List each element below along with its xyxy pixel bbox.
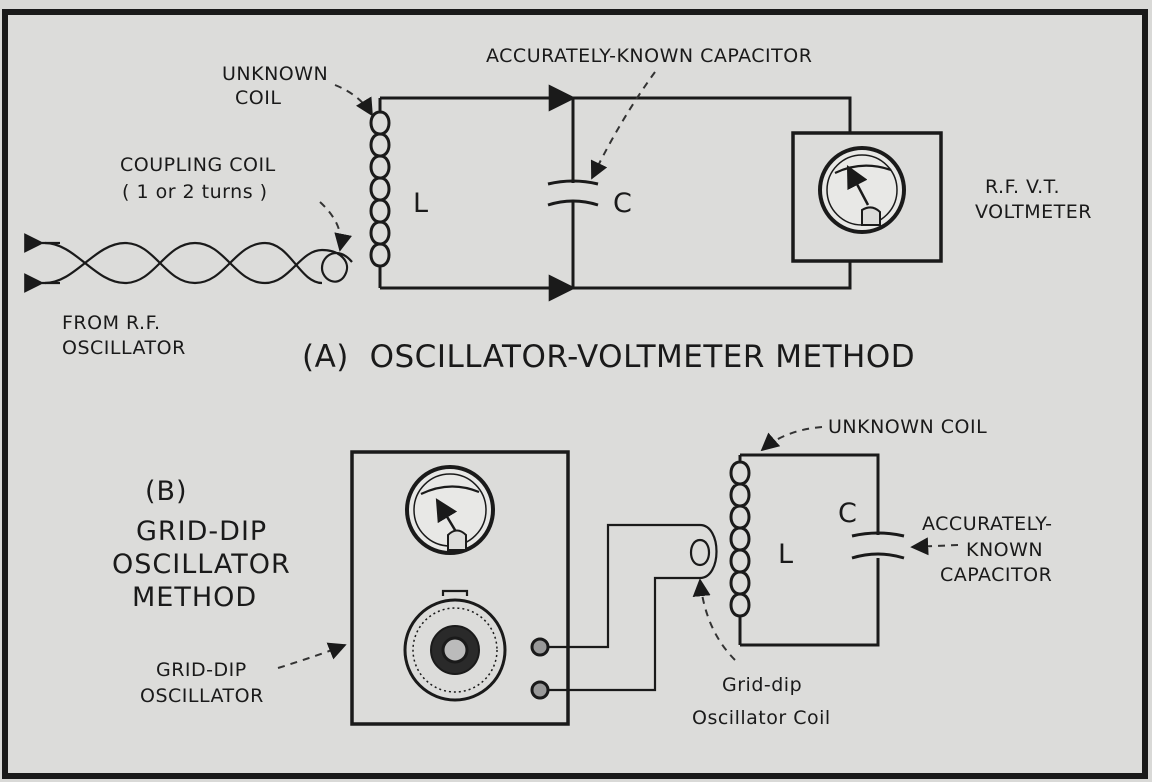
label-unknown-a-1: UNKNOWN	[222, 63, 328, 85]
label-gdo-2: OSCILLATOR	[140, 685, 264, 707]
gdo-jack-bottom-icon	[530, 680, 550, 700]
title-b-4: METHOD	[132, 582, 257, 613]
symbol-l-a: L	[413, 188, 429, 219]
label-from-1: FROM R.F.	[62, 312, 161, 334]
label-gdo-1: GRID-DIP	[156, 659, 247, 681]
label-unknown-a-2: COIL	[235, 87, 281, 109]
label-cap-b-1: ACCURATELY-	[922, 513, 1052, 535]
label-cap-b-2: KNOWN	[966, 539, 1043, 561]
label-voltmeter-1: R.F. V.T.	[985, 176, 1060, 198]
coupling-coil	[44, 241, 353, 285]
gdo-coil-lead-1	[548, 523, 700, 649]
label-from-2: OSCILLATOR	[62, 337, 186, 359]
symbol-c-b: C	[838, 498, 858, 529]
label-gdo-coil-1: Grid-dip	[722, 674, 802, 696]
label-unknown-coil-b: UNKNOWN COIL	[828, 416, 987, 438]
title-b-2: GRID-DIP	[136, 516, 267, 547]
panel-a: UNKNOWN COIL ACCURATELY-KNOWN CAPACITOR …	[24, 45, 1092, 375]
title-b-1: (B)	[145, 476, 188, 507]
callout-gdo-coil	[692, 578, 736, 661]
label-cap-b-3: CAPACITOR	[940, 564, 1052, 586]
label-coupling-1: COUPLING COIL	[120, 154, 276, 176]
title-panel-a: (A) OSCILLATOR-VOLTMETER METHOD	[302, 339, 915, 375]
capacitor-a	[547, 179, 599, 207]
gdo-needle-icon	[435, 498, 460, 536]
label-voltmeter-2: VOLTMETER	[975, 201, 1092, 223]
label-gdo-coil-2: Oscillator Coil	[692, 707, 831, 729]
panel-b: (B) GRID-DIP OSCILLATOR METHOD GRID-DIP …	[112, 416, 1052, 729]
callout-unknown-coil-a	[334, 84, 373, 117]
gdo-coil-lead-2	[548, 576, 700, 692]
callout-gdo	[277, 642, 347, 669]
symbol-l-b: L	[778, 539, 794, 570]
unknown-coil-b	[729, 455, 751, 645]
callout-coupling-a	[319, 201, 352, 252]
title-b-3: OSCILLATOR	[112, 549, 291, 580]
label-capacitor-a: ACCURATELY-KNOWN CAPACITOR	[486, 45, 812, 67]
label-coupling-2: ( 1 or 2 turns )	[122, 181, 268, 203]
unknown-coil-a	[369, 98, 391, 288]
circuit-wire-b	[740, 453, 880, 647]
symbol-c-a: C	[613, 188, 633, 219]
voltmeter-lead-top	[548, 84, 852, 133]
gdo-coil	[689, 523, 718, 580]
gdo-jack-top-icon	[530, 637, 550, 657]
voltmeter-needle-icon	[846, 165, 870, 206]
callout-capacitor-a	[590, 71, 656, 180]
capacitor-b	[851, 531, 905, 560]
outer-frame	[2, 9, 1148, 779]
callout-unknown-coil-b	[760, 426, 823, 452]
